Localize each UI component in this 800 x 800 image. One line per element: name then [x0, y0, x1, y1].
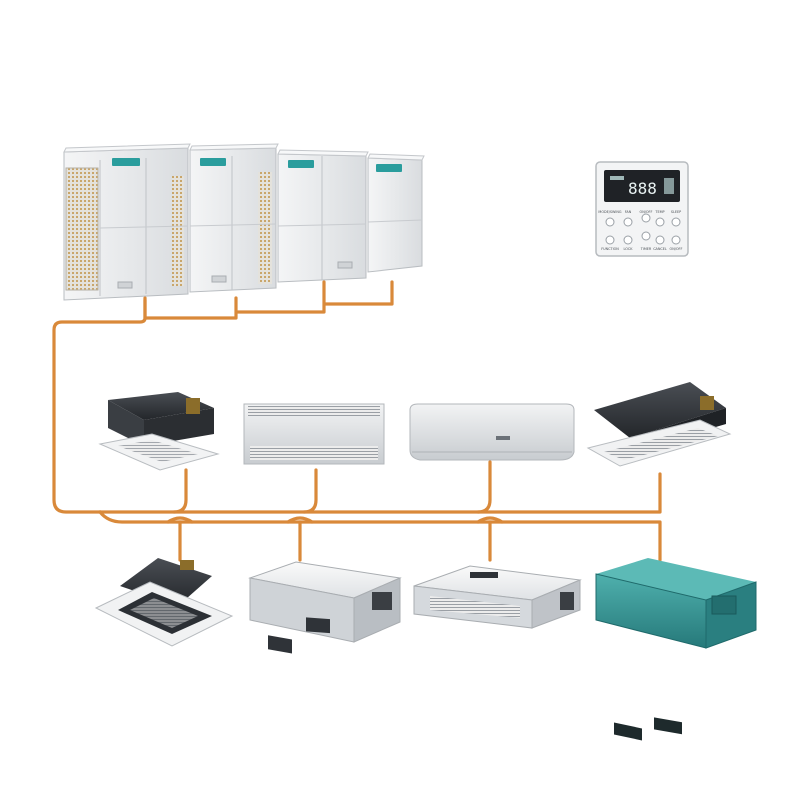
controller-button-label: FUNCTION — [601, 247, 619, 251]
controller-button[interactable] — [641, 213, 651, 223]
vrf-outdoor-unit-icon — [277, 149, 369, 283]
controller-button[interactable] — [623, 235, 633, 245]
drop-row1-unit1 — [172, 468, 188, 514]
controller-button-label: MODE/SWING — [598, 210, 622, 214]
controller-button-label: ON/OFF — [670, 247, 683, 251]
controller-button[interactable] — [671, 235, 681, 245]
compact-cassette-icon — [94, 558, 234, 647]
controller-display-digits: 888 — [628, 179, 657, 198]
controller-button-label: LOCK — [623, 247, 633, 251]
vrf-outdoor-unit-icon — [63, 143, 191, 301]
branch-joint-3 — [476, 516, 504, 524]
outdoor-unit-bank — [63, 143, 425, 301]
one-way-cassette-icon — [586, 382, 732, 467]
four-way-cassette-icon — [98, 392, 220, 471]
drop-row1-unit3 — [476, 460, 492, 514]
outdoor-header-line — [143, 280, 394, 320]
lower-trunk-pipe — [98, 510, 662, 562]
wall-mounted-split-icon — [409, 403, 575, 461]
vrf-outdoor-unit-icon — [189, 143, 279, 293]
slim-duct-icon — [413, 565, 582, 629]
controller-button[interactable] — [655, 235, 665, 245]
upper-trunk-pipe — [98, 472, 662, 514]
medium-static-duct-icon — [248, 561, 402, 654]
controller-button[interactable] — [623, 217, 633, 227]
controller-button[interactable] — [641, 231, 651, 241]
controller-button-label: SLEEP — [671, 210, 681, 214]
controller-button-label: FAN — [625, 210, 632, 214]
controller-button-label: TEMP — [654, 210, 664, 214]
outdoor-header-pipe — [52, 296, 147, 514]
controller-button[interactable] — [671, 217, 681, 227]
drop-row1-unit2 — [302, 468, 318, 514]
high-static-duct-icon — [595, 558, 757, 741]
vrf-outdoor-unit-icon — [367, 153, 425, 273]
controller-button[interactable] — [605, 235, 615, 245]
controller-button-label: CANCEL — [653, 247, 667, 251]
controller-button[interactable] — [655, 217, 665, 227]
floor-ceiling-unit-icon — [243, 403, 385, 465]
refrigerant-piping — [52, 280, 662, 562]
indoor-units-row1 — [98, 382, 732, 471]
controller-button-label: ON/OFF — [640, 210, 653, 214]
branch-joint-1 — [166, 516, 194, 524]
controller-button-label: TIMER — [640, 247, 652, 251]
branch-joint-2 — [286, 516, 314, 524]
controller-buttons — [605, 213, 681, 245]
controller-button[interactable] — [605, 217, 615, 227]
indoor-units-row2 — [94, 558, 757, 741]
